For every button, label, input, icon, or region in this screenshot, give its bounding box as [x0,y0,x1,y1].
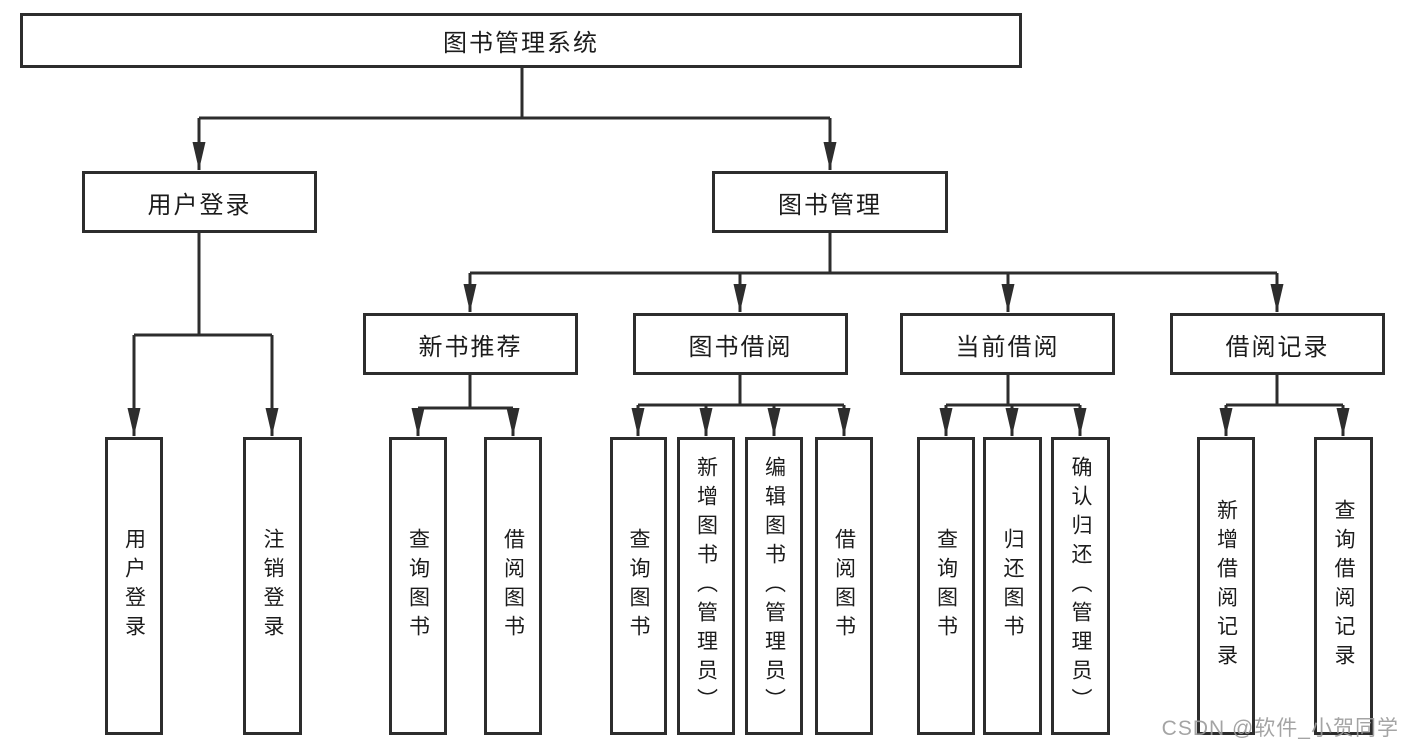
leaf-record-add-borrow-record: 新增借阅记录 [1197,437,1255,735]
node-book-management: 图书管理 [712,171,948,233]
leaf-borrow-borrow-books: 借阅图书 [815,437,873,735]
node-user-login: 用户登录 [82,171,317,233]
node-borrow-record: 借阅记录 [1170,313,1385,375]
node-book-borrow: 图书借阅 [633,313,848,375]
node-new-book-recommend: 新书推荐 [363,313,578,375]
node-current-borrow: 当前借阅 [900,313,1115,375]
connector-root-to-level2 [192,68,837,170]
leaf-current-query-books: 查询图书 [917,437,975,735]
leaf-borrow-add-books-admin: 新增图书（管理员） [677,437,735,735]
connector-new-book-to-leaves [411,375,520,436]
leaf-logout-login: 注销登录 [243,437,302,735]
connector-borrow-record-to-leaves [1219,375,1350,436]
connector-book-borrow-to-leaves [631,375,851,436]
leaf-borrow-edit-books-admin: 编辑图书（管理员） [745,437,803,735]
leaf-record-query-borrow-record: 查询借阅记录 [1314,437,1373,735]
leaf-borrow-query-books: 查询图书 [610,437,667,735]
node-root: 图书管理系统 [20,13,1022,68]
connector-current-borrow-to-leaves [939,375,1087,436]
connector-book-management-to-level3 [463,233,1284,312]
leaf-user-login: 用户登录 [105,437,163,735]
leaf-current-return-books: 归还图书 [983,437,1042,735]
leaf-newbook-borrow-books: 借阅图书 [484,437,542,735]
leaf-newbook-query-books: 查询图书 [389,437,447,735]
watermark-text: CSDN @软件_小贺同学 [1161,717,1399,740]
connector-user-login-to-leaves [127,233,279,436]
leaf-current-confirm-return-admin: 确认归还（管理员） [1051,437,1110,735]
